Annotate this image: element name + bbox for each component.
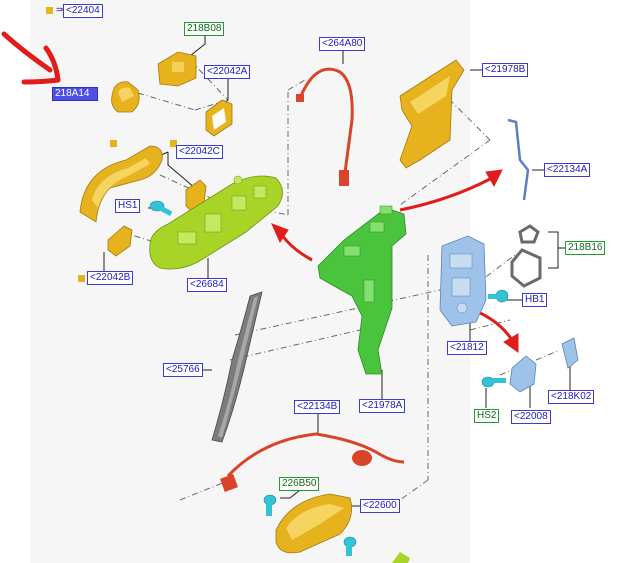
part-22042C-marker	[170, 140, 177, 147]
part-218K02-plate	[561, 337, 579, 369]
part-26684-details	[177, 175, 267, 245]
part-264A80-end-top	[296, 94, 304, 102]
part-22008-plate	[509, 355, 537, 393]
part-22134B-end-left	[220, 474, 238, 492]
callout-22042C[interactable]: <22042C	[176, 145, 223, 159]
assembly-dash-lines	[121, 59, 561, 501]
callout-22134A[interactable]: <22134A	[544, 163, 591, 177]
part-218A14-highlight	[118, 87, 134, 102]
part-218B16-seal-bottom	[510, 248, 542, 288]
part-22134B-cable	[226, 432, 405, 478]
callout-226B50[interactable]: 226B50	[279, 477, 320, 491]
callout-218B16[interactable]: 218B16	[565, 241, 606, 255]
part-outer-handle-marker	[110, 140, 117, 147]
callout-264A80[interactable]: <264A80	[319, 37, 366, 51]
part-226B50-screw	[263, 494, 277, 516]
legend-code-link[interactable]: <22404	[63, 4, 103, 18]
callout-218A14[interactable]: 218A14	[52, 87, 98, 101]
callout-218K02[interactable]: <218K02	[548, 390, 595, 404]
part-bottom-clip	[343, 536, 357, 556]
callout-22042B[interactable]: <22042B	[87, 271, 134, 285]
red-direction-arrows	[271, 169, 519, 353]
callout-22134B[interactable]: <22134B	[294, 400, 341, 414]
callout-HS1[interactable]: HS1	[115, 199, 141, 213]
part-264A80-cable	[298, 67, 354, 181]
part-21978B-highlight	[410, 76, 450, 114]
part-22042A-gasket-inner	[212, 108, 226, 130]
legend-swatch	[46, 7, 53, 14]
callout-HS2[interactable]: HS2	[474, 409, 500, 423]
part-21978A-bracket	[317, 207, 407, 375]
part-outer-handle-highlight	[92, 158, 150, 208]
part-218B16-seal-top	[518, 224, 540, 244]
callout-22042A[interactable]: <22042A	[204, 65, 251, 79]
leader-lines	[61, 8, 571, 507]
part-bottom-corner-green	[392, 552, 410, 563]
part-HS1-screw	[149, 200, 173, 216]
part-22134A-rod	[507, 118, 530, 201]
part-218B08-slot	[172, 62, 184, 72]
callout-25766[interactable]: <25766	[163, 363, 203, 377]
part-22042B-gasket	[107, 225, 133, 257]
legend-equals: =	[56, 5, 62, 16]
callout-22600[interactable]: <22600	[360, 499, 400, 513]
part-21812-details	[449, 253, 473, 314]
part-HB1-bolt	[488, 289, 509, 303]
callout-21978A[interactable]: <21978A	[359, 399, 406, 413]
part-HS2-screw	[481, 376, 506, 388]
callout-26684[interactable]: <26684	[187, 278, 227, 292]
part-22134B-bulge	[352, 450, 372, 466]
part-22600-highlight	[286, 504, 344, 540]
red-pointer-arrow	[1, 31, 61, 85]
callout-22008[interactable]: <22008	[511, 410, 551, 424]
callout-21978B[interactable]: <21978B	[482, 63, 529, 77]
part-25766-highlight	[218, 296, 258, 438]
part-22042B-marker	[78, 275, 85, 282]
part-21978B-bracket	[399, 59, 465, 169]
callout-218B08[interactable]: 218B08	[184, 22, 225, 36]
callout-HB1[interactable]: HB1	[522, 293, 548, 307]
callout-21812[interactable]: <21812	[447, 341, 487, 355]
part-21978A-details	[343, 205, 393, 303]
part-264A80-end-bottom	[339, 170, 349, 186]
